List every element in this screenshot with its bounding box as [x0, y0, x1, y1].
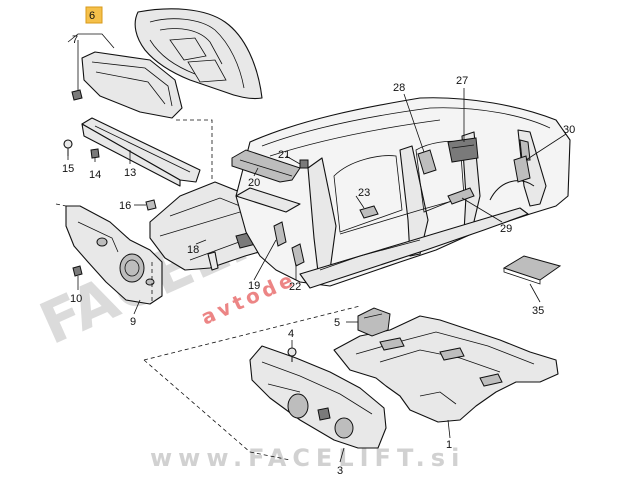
- pad-5-part: [357, 307, 391, 337]
- callout-4[interactable]: 4: [288, 328, 294, 340]
- sill-pad-29-part: [447, 187, 475, 205]
- a-pillar-trim-part: [273, 221, 287, 247]
- callout-5[interactable]: 5: [334, 317, 340, 329]
- callout-30[interactable]: 30: [563, 124, 575, 136]
- callout-16[interactable]: 16: [119, 200, 131, 212]
- sealing-strip-part: [81, 117, 201, 187]
- callout-20[interactable]: 20: [248, 177, 260, 189]
- callout-10[interactable]: 10: [70, 293, 82, 305]
- plenum-cover-part: [231, 149, 301, 183]
- callout-13[interactable]: 13: [124, 167, 136, 179]
- bulkhead-insulation-part: [65, 205, 163, 305]
- clip-21-part: [299, 159, 309, 169]
- b-pillar-trim-part: [291, 243, 305, 267]
- callouts: 6 7 15 14 13 16 18 19 20 21 22 23 28 27 …: [62, 10, 575, 477]
- callout-18[interactable]: 18: [187, 244, 199, 256]
- trim-28-part: [417, 149, 437, 175]
- callout-27[interactable]: 27: [456, 75, 468, 87]
- watermark-url: www.FACELIFT.si: [150, 444, 465, 472]
- clip-10-part: [72, 265, 83, 277]
- callout-14[interactable]: 14: [89, 169, 101, 181]
- callout-21[interactable]: 21: [278, 149, 290, 161]
- floor-carpet-part: [333, 315, 559, 423]
- mat-35-part: [502, 255, 562, 285]
- callout-22[interactable]: 22: [289, 281, 301, 293]
- hood-part: [134, 8, 263, 100]
- pad-23-part: [359, 205, 379, 219]
- callout-29[interactable]: 29: [500, 223, 512, 235]
- callout-35[interactable]: 35: [532, 305, 544, 317]
- callout-7[interactable]: 7: [72, 34, 78, 46]
- screw-15-part: [63, 139, 73, 156]
- dash-insulation-part: [249, 345, 387, 449]
- callout-6[interactable]: 6: [89, 10, 95, 22]
- grouping-lines: [55, 119, 361, 461]
- highlight-box: [85, 6, 103, 24]
- clip-16-part: [145, 199, 157, 211]
- clip-4-part: [287, 347, 297, 362]
- hood-insulation-part: [81, 51, 183, 119]
- callout-1[interactable]: 1: [446, 439, 452, 451]
- insulation-27-part: [447, 137, 479, 163]
- nut-14-part: [90, 148, 100, 159]
- callout-3[interactable]: 3: [337, 465, 343, 477]
- leader-lines: [67, 33, 567, 463]
- callout-9[interactable]: 9: [130, 316, 136, 328]
- callout-28[interactable]: 28: [393, 82, 405, 94]
- callout-23[interactable]: 23: [358, 187, 370, 199]
- trim-30-part: [513, 155, 531, 183]
- clip-part: [71, 89, 83, 101]
- callout-19[interactable]: 19: [248, 280, 260, 292]
- callout-15[interactable]: 15: [62, 163, 74, 175]
